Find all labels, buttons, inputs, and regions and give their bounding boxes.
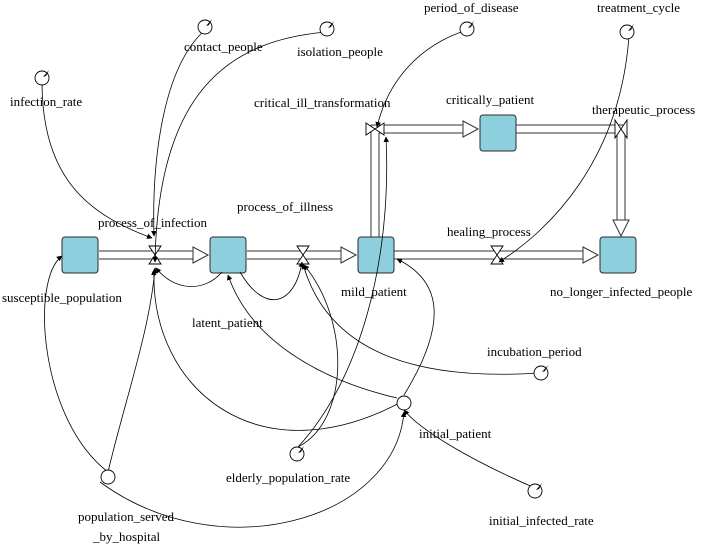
stock-susceptible-population[interactable] <box>61 236 99 274</box>
label-contact-people: contact_people <box>184 39 263 54</box>
label-susceptible-population: susceptible_population <box>2 290 122 305</box>
label-treatment-cycle: treatment_cycle <box>597 0 680 15</box>
aux-initial-patient-icon[interactable] <box>396 395 412 411</box>
pipe-therapeutic <box>516 124 630 238</box>
label-critical-ill-transformation: critical_ill_transformation <box>254 95 391 110</box>
label-elderly-population-rate: elderly_population_rate <box>226 470 350 485</box>
label-process-of-infection: process_of_infection <box>98 215 208 230</box>
label-therapeutic-process: therapeutic_process <box>592 102 695 117</box>
valve-process-of-illness[interactable] <box>296 245 310 265</box>
aux-period-of-disease-icon[interactable] <box>459 21 475 37</box>
pipe-critical-transformation <box>370 120 480 237</box>
label-period-of-disease: period_of_disease <box>424 0 519 15</box>
pipe-healing <box>394 246 600 264</box>
stock-no-longer-infected[interactable] <box>599 236 637 274</box>
label-process-of-illness: process_of_illness <box>237 199 333 214</box>
aux-contact-people-icon[interactable] <box>197 19 213 35</box>
aux-initial-infected-rate-icon[interactable] <box>527 483 543 499</box>
aux-elderly-population-rate-icon[interactable] <box>289 446 305 462</box>
stock-critically-patient[interactable] <box>479 114 517 152</box>
label-isolation-people: isolation_people <box>297 44 383 59</box>
info-links <box>41 29 630 528</box>
aux-infection-rate-icon[interactable] <box>34 70 50 86</box>
aux-isolation-people-icon[interactable] <box>319 21 335 37</box>
label-latent-patient: latent_patient <box>192 315 263 330</box>
label-no-longer-infected: no_longer_infected_people <box>550 284 692 299</box>
label-healing-process: healing_process <box>447 224 531 239</box>
label-infection-rate: infection_rate <box>10 94 82 109</box>
label-mild-patient: mild_patient <box>341 284 407 299</box>
label-population-served-line2: _by_hospital <box>92 529 161 544</box>
label-incubation-period: incubation_period <box>487 344 582 359</box>
label-critically-patient: critically_patient <box>446 92 534 107</box>
aux-incubation-period-icon[interactable] <box>533 365 549 381</box>
valve-therapeutic-process[interactable] <box>614 118 628 140</box>
aux-population-served-icon[interactable] <box>100 469 116 485</box>
aux-treatment-cycle-icon[interactable] <box>619 24 635 40</box>
stock-mild-patient[interactable] <box>357 236 395 274</box>
valve-healing-process[interactable] <box>490 245 504 265</box>
pipe-infection <box>99 246 210 264</box>
pipe-illness <box>247 246 358 264</box>
stock-latent-patient[interactable] <box>209 236 247 274</box>
label-population-served-line1: population_served <box>78 509 175 524</box>
valve-critical-transformation[interactable] <box>365 122 385 136</box>
label-initial-infected-rate: initial_infected_rate <box>489 513 594 528</box>
label-initial-patient: initial_patient <box>419 426 492 441</box>
